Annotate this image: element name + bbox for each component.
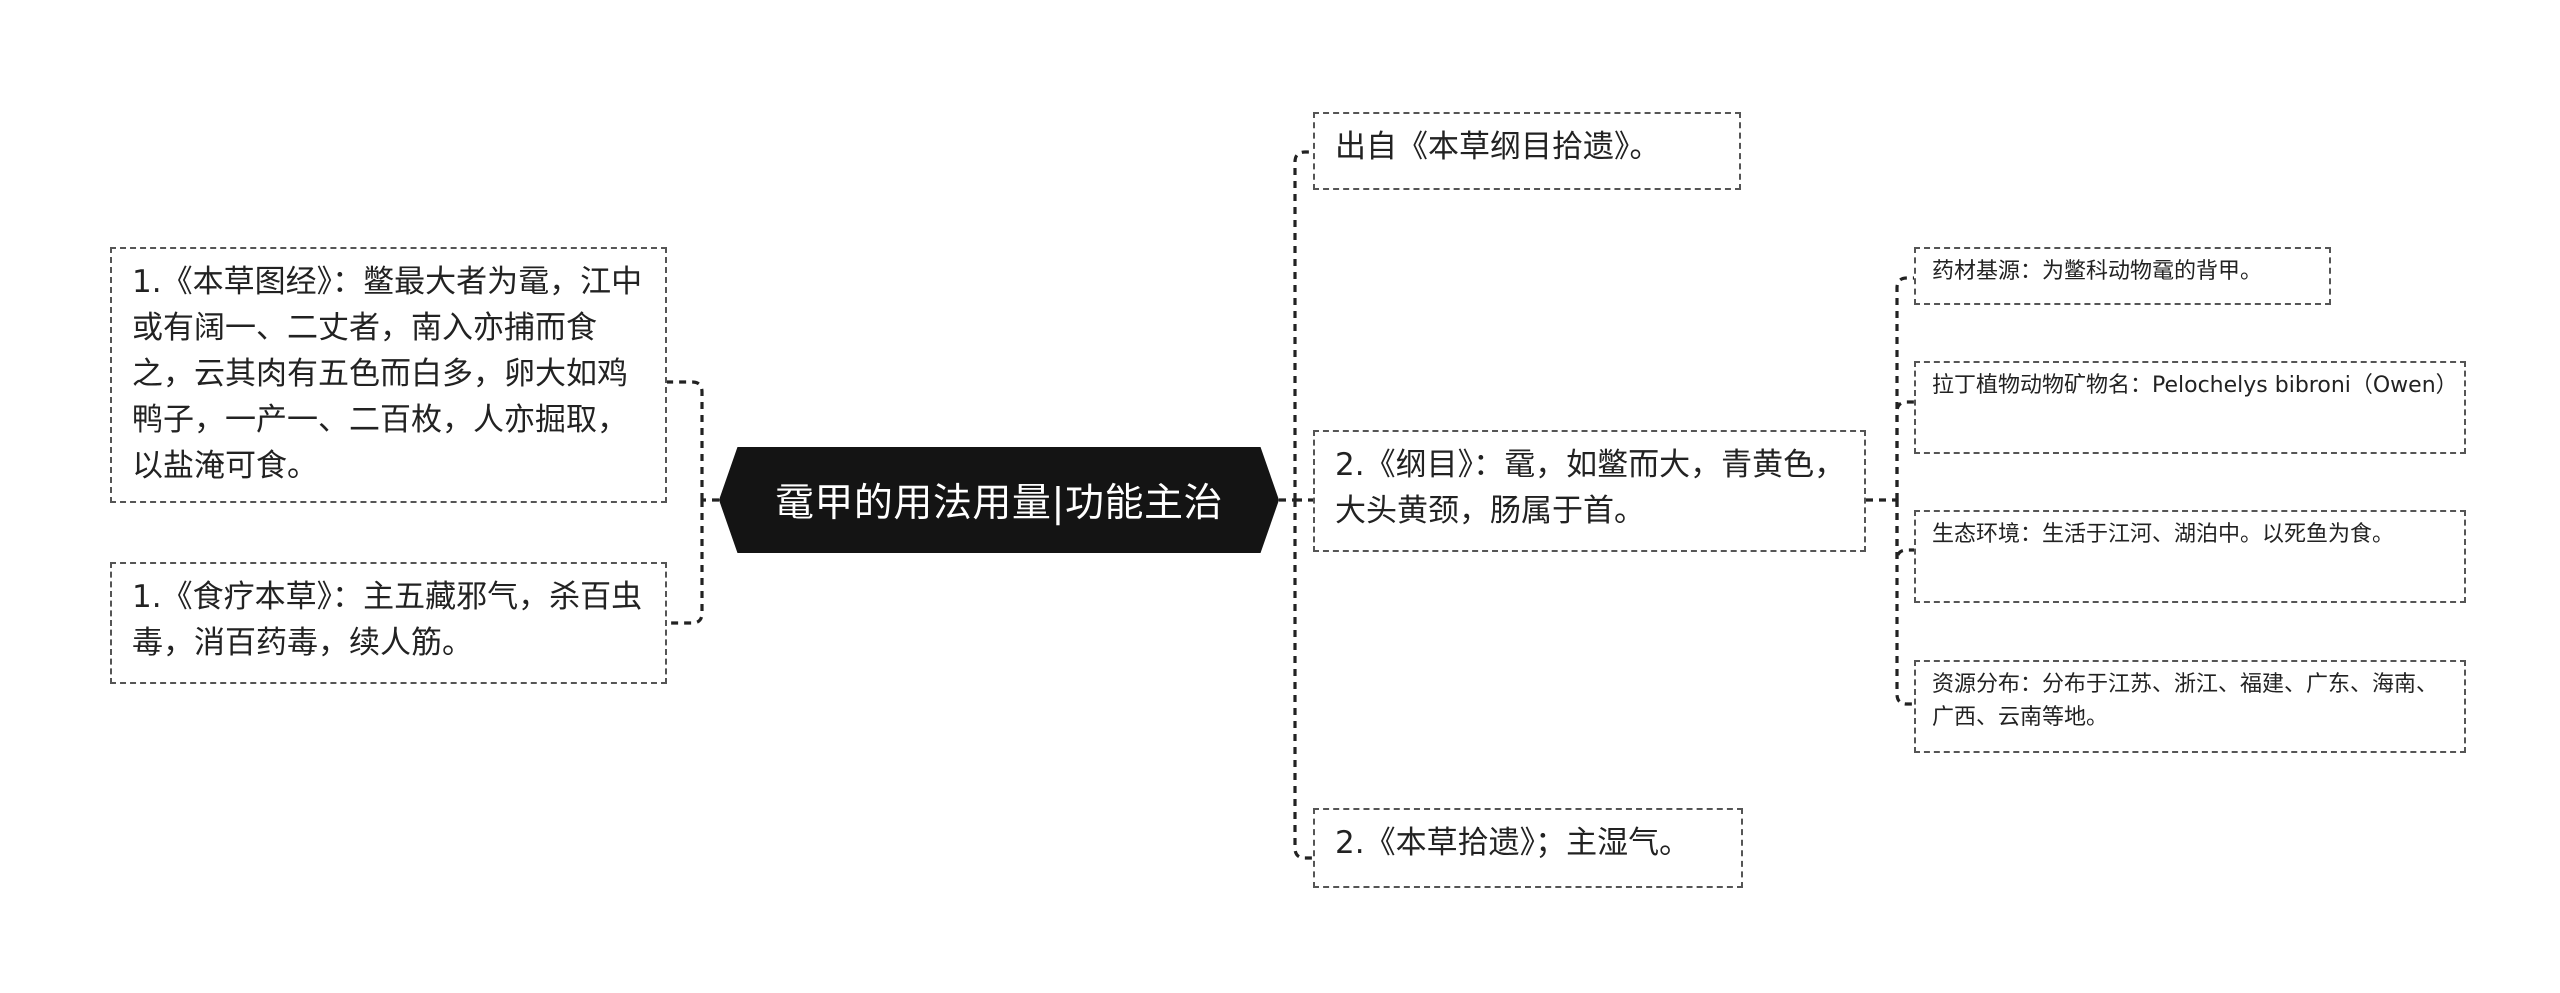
connector-sub-2 xyxy=(1895,400,1914,500)
subtopic-distribution-text: 资源分布：分布于江苏、浙江、福建、广东、海南、广西、云南等地。 xyxy=(1932,672,2439,730)
subtopic-habitat-text: 生态环境：生活于江河、湖泊中。以死鱼为食。 xyxy=(1932,522,2395,547)
subtopic-origin-text: 药材基源：为鳖科动物鼋的背甲。 xyxy=(1932,259,2263,284)
root-topic-node[interactable]: 鼋甲的用法用量|功能主治 xyxy=(719,447,1279,553)
right-topic-source-text: 出自《本草纲目拾遗》。 xyxy=(1335,129,1661,165)
connector-left-1 xyxy=(667,380,704,500)
connector-left-2 xyxy=(667,500,704,625)
connector-sub-3 xyxy=(1895,500,1914,561)
connector-right-1 xyxy=(1293,150,1313,500)
right-topic-source[interactable]: 出自《本草纲目拾遗》。 xyxy=(1313,112,1741,190)
connector-sub-1 xyxy=(1895,276,1914,500)
right-topic-gangmu-text: 2.《纲目》：鼋，如鳖而大，青黄色，大头黄颈，肠属于首。 xyxy=(1335,447,1846,529)
subtopic-latin-name-text: 拉丁植物动物矿物名：Pelochelys bibroni（Owen） xyxy=(1932,373,2458,398)
left-topic-bencao-tujing-text: 1.《本草图经》：鳖最大者为鼋，江中或有阔一、二丈者，南入亦捕而食之，云其肉有五… xyxy=(132,264,643,484)
right-topic-bencao-shiyi[interactable]: 2.《本草拾遗》；主湿气。 xyxy=(1313,808,1743,888)
right-topic-bencao-shiyi-text: 2.《本草拾遗》；主湿气。 xyxy=(1335,825,1691,861)
left-topic-shiliao-bencao-text: 1.《食疗本草》：主五藏邪气，杀百虫毒，消百药毒，续人筋。 xyxy=(132,579,643,661)
root-topic-label: 鼋甲的用法用量|功能主治 xyxy=(774,481,1224,526)
left-topic-bencao-tujing[interactable]: 1.《本草图经》：鳖最大者为鼋，江中或有阔一、二丈者，南入亦捕而食之，云其肉有五… xyxy=(110,247,667,503)
subtopic-distribution[interactable]: 资源分布：分布于江苏、浙江、福建、广东、海南、广西、云南等地。 xyxy=(1914,660,2466,753)
subtopic-origin[interactable]: 药材基源：为鳖科动物鼋的背甲。 xyxy=(1914,247,2331,305)
connector-right-3 xyxy=(1293,500,1313,860)
right-topic-gangmu[interactable]: 2.《纲目》：鼋，如鳖而大，青黄色，大头黄颈，肠属于首。 xyxy=(1313,430,1866,552)
subtopic-habitat[interactable]: 生态环境：生活于江河、湖泊中。以死鱼为食。 xyxy=(1914,510,2466,603)
connector-sub-4 xyxy=(1895,500,1914,706)
left-topic-shiliao-bencao[interactable]: 1.《食疗本草》：主五藏邪气，杀百虫毒，消百药毒，续人筋。 xyxy=(110,562,667,684)
subtopic-latin-name[interactable]: 拉丁植物动物矿物名：Pelochelys bibroni（Owen） xyxy=(1914,361,2466,454)
